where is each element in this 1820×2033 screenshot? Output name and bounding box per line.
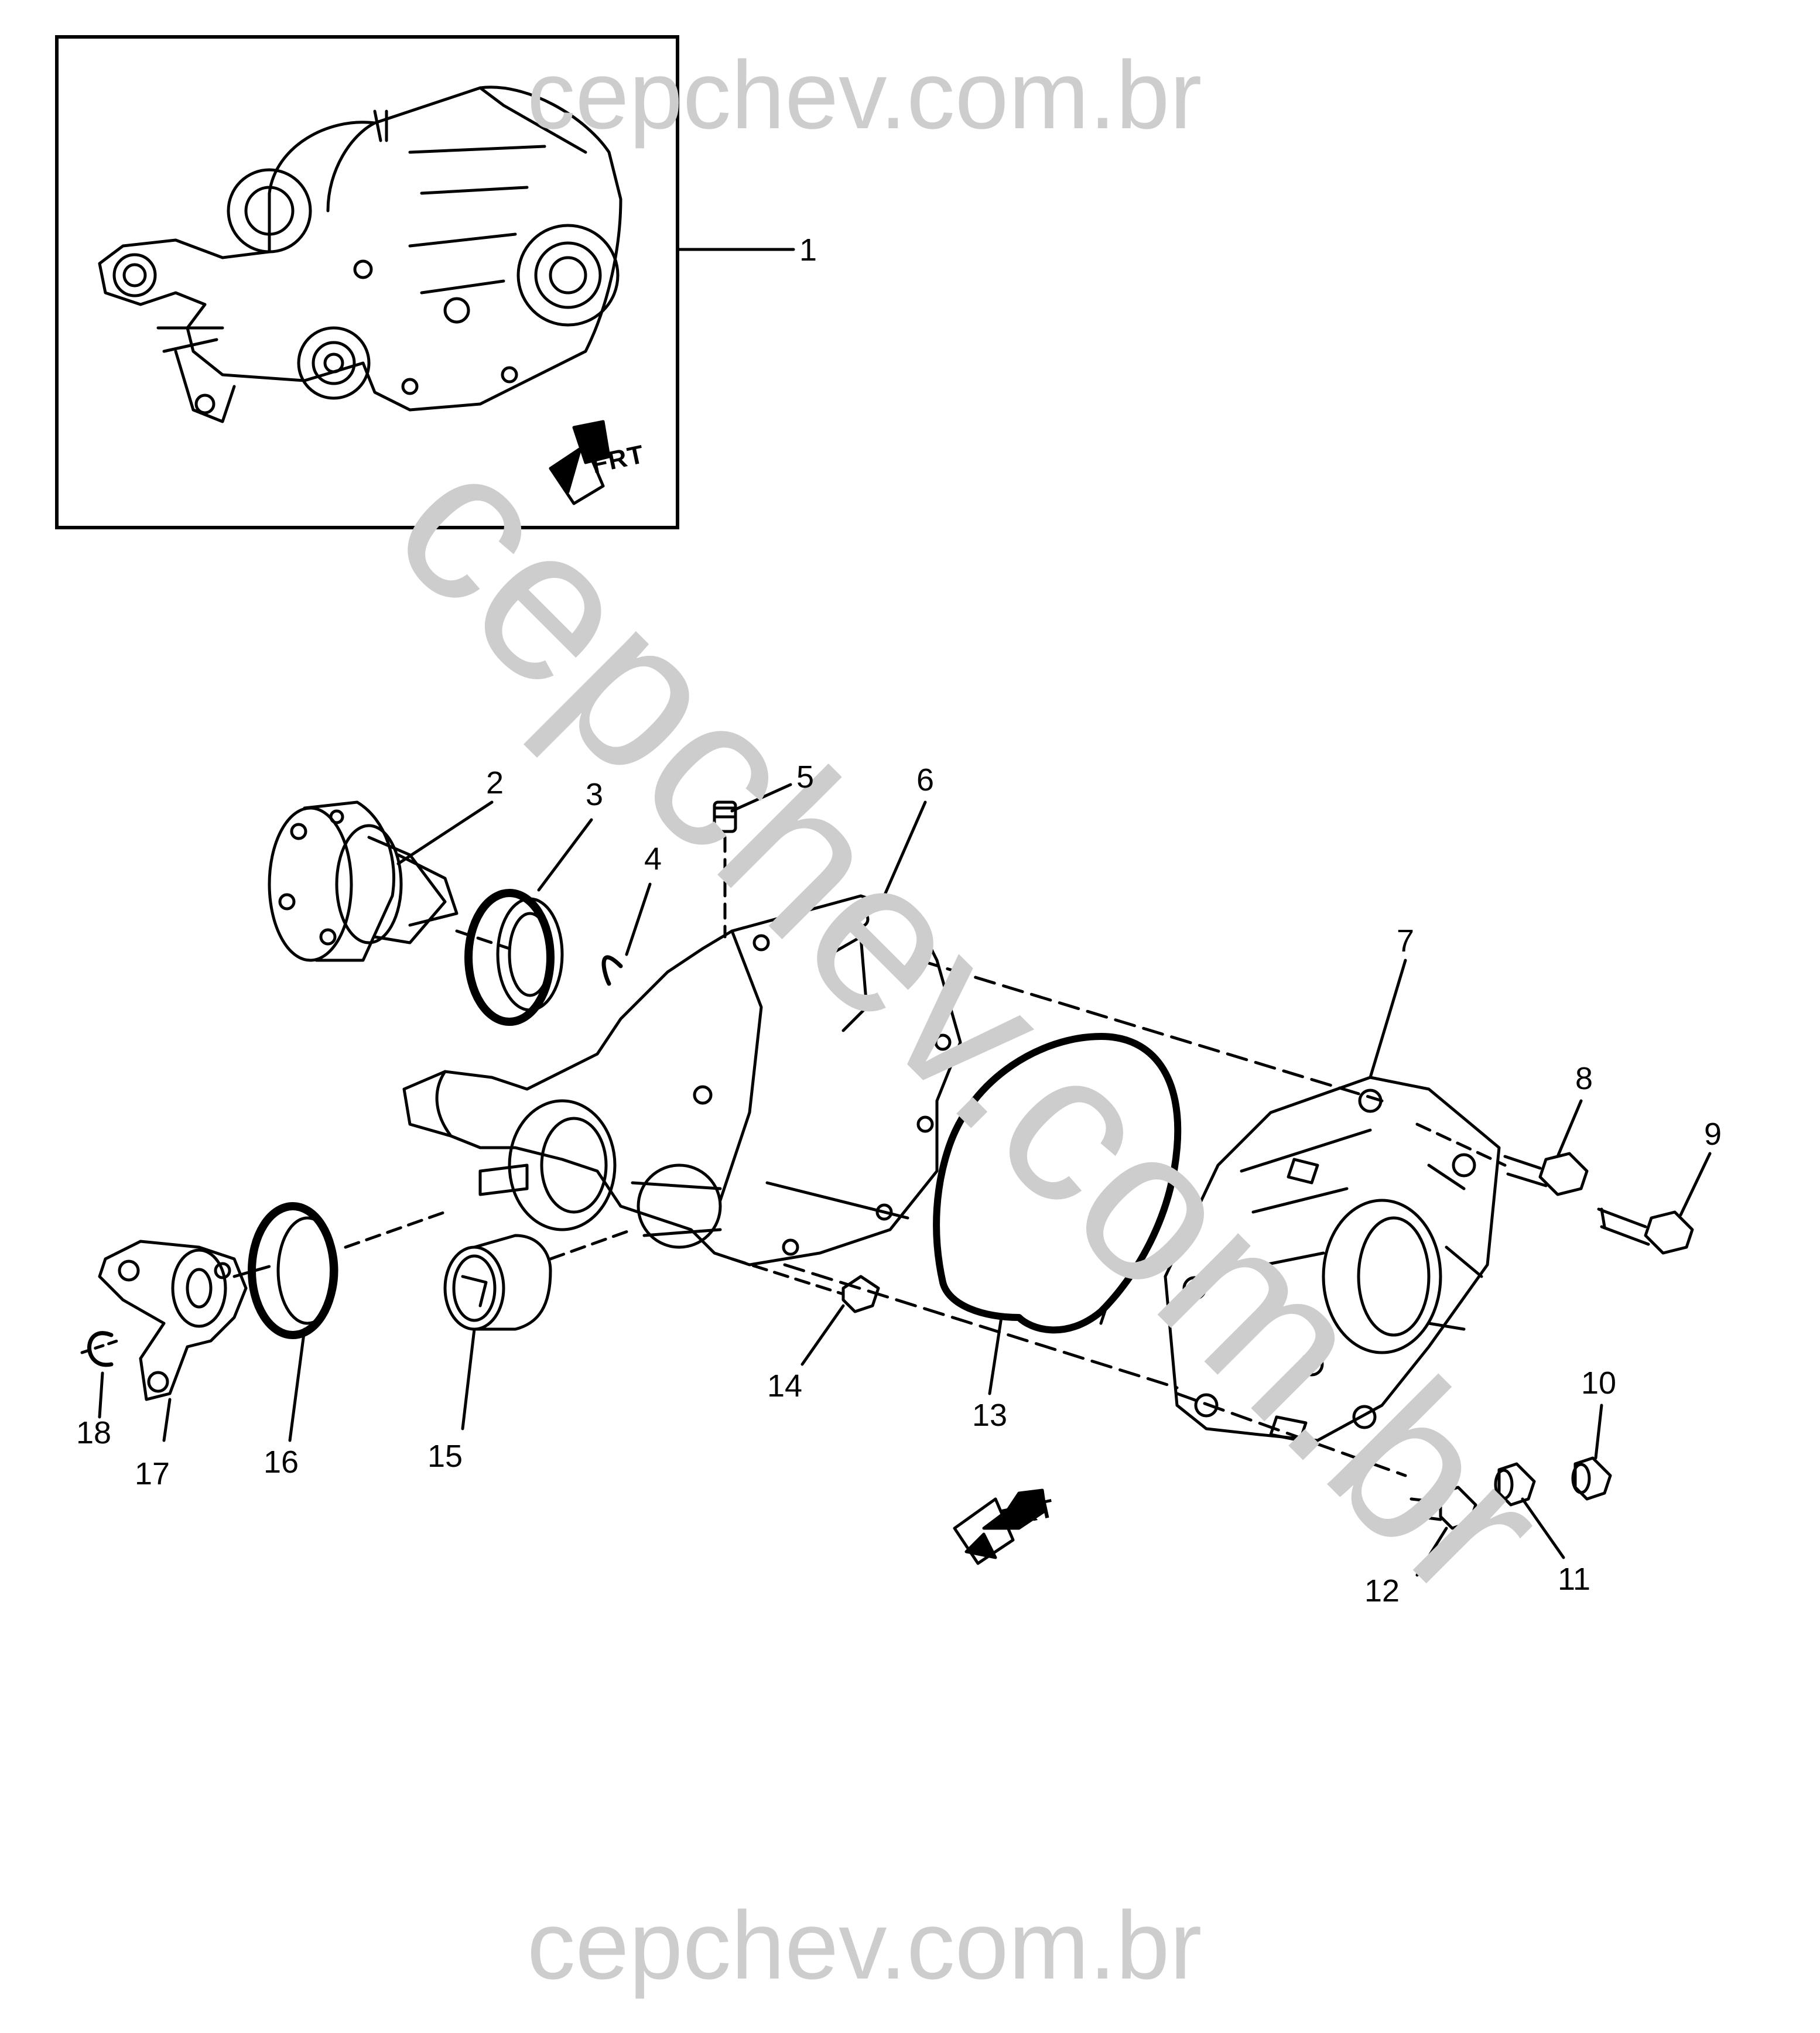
watermark-top: cepchev.com.br [527,41,1202,149]
inset-differential-assembly [98,85,622,423]
part-2-output-flange [268,800,459,962]
callout-15: 15 [427,1439,463,1474]
callout-14: 14 [767,1368,803,1404]
part-17-input-flange [98,1240,248,1401]
part-7-rear-cover [1164,1076,1501,1442]
callout-16: 16 [264,1445,299,1480]
part-14-dowel [841,1275,880,1313]
watermark-bottom: cepchev.com.br [527,1891,1202,1999]
part-4-ring [601,955,623,986]
callout-9: 9 [1704,1117,1722,1152]
callout-11: 11 [1558,1562,1591,1597]
callout-2: 2 [486,765,504,800]
callout-7: 7 [1397,923,1415,959]
part-3-seal [464,889,564,1026]
inset-frame [55,35,679,529]
part-9-bolt [1597,1207,1694,1255]
part-11-plug [1494,1462,1536,1507]
part-6-housing [402,894,962,1267]
part-5-vent [713,800,737,833]
inset-front-arrow-icon [549,420,611,505]
callout-12: 12 [1364,1573,1400,1608]
callout-3: 3 [586,777,604,812]
callout-10: 10 [1581,1365,1617,1401]
part-15-bushing [443,1234,552,1331]
part-18-snap-ring [87,1331,114,1367]
callout-13: 13 [972,1398,1008,1433]
part-16-seal [248,1202,338,1339]
callout-18: 18 [76,1415,112,1450]
callout-17: 17 [135,1456,170,1491]
callout-1: 1 [799,232,817,268]
front-direction-arrow-icon [953,1488,1047,1565]
callout-8: 8 [1575,1061,1593,1096]
part-8-bolt [1503,1152,1589,1196]
part-10-plug [1571,1456,1612,1501]
callout-5: 5 [796,759,815,795]
callout-6: 6 [916,762,935,798]
callout-4: 4 [644,841,662,877]
part-13-gasket [933,1033,1182,1334]
part-12-bolt [1410,1486,1477,1530]
